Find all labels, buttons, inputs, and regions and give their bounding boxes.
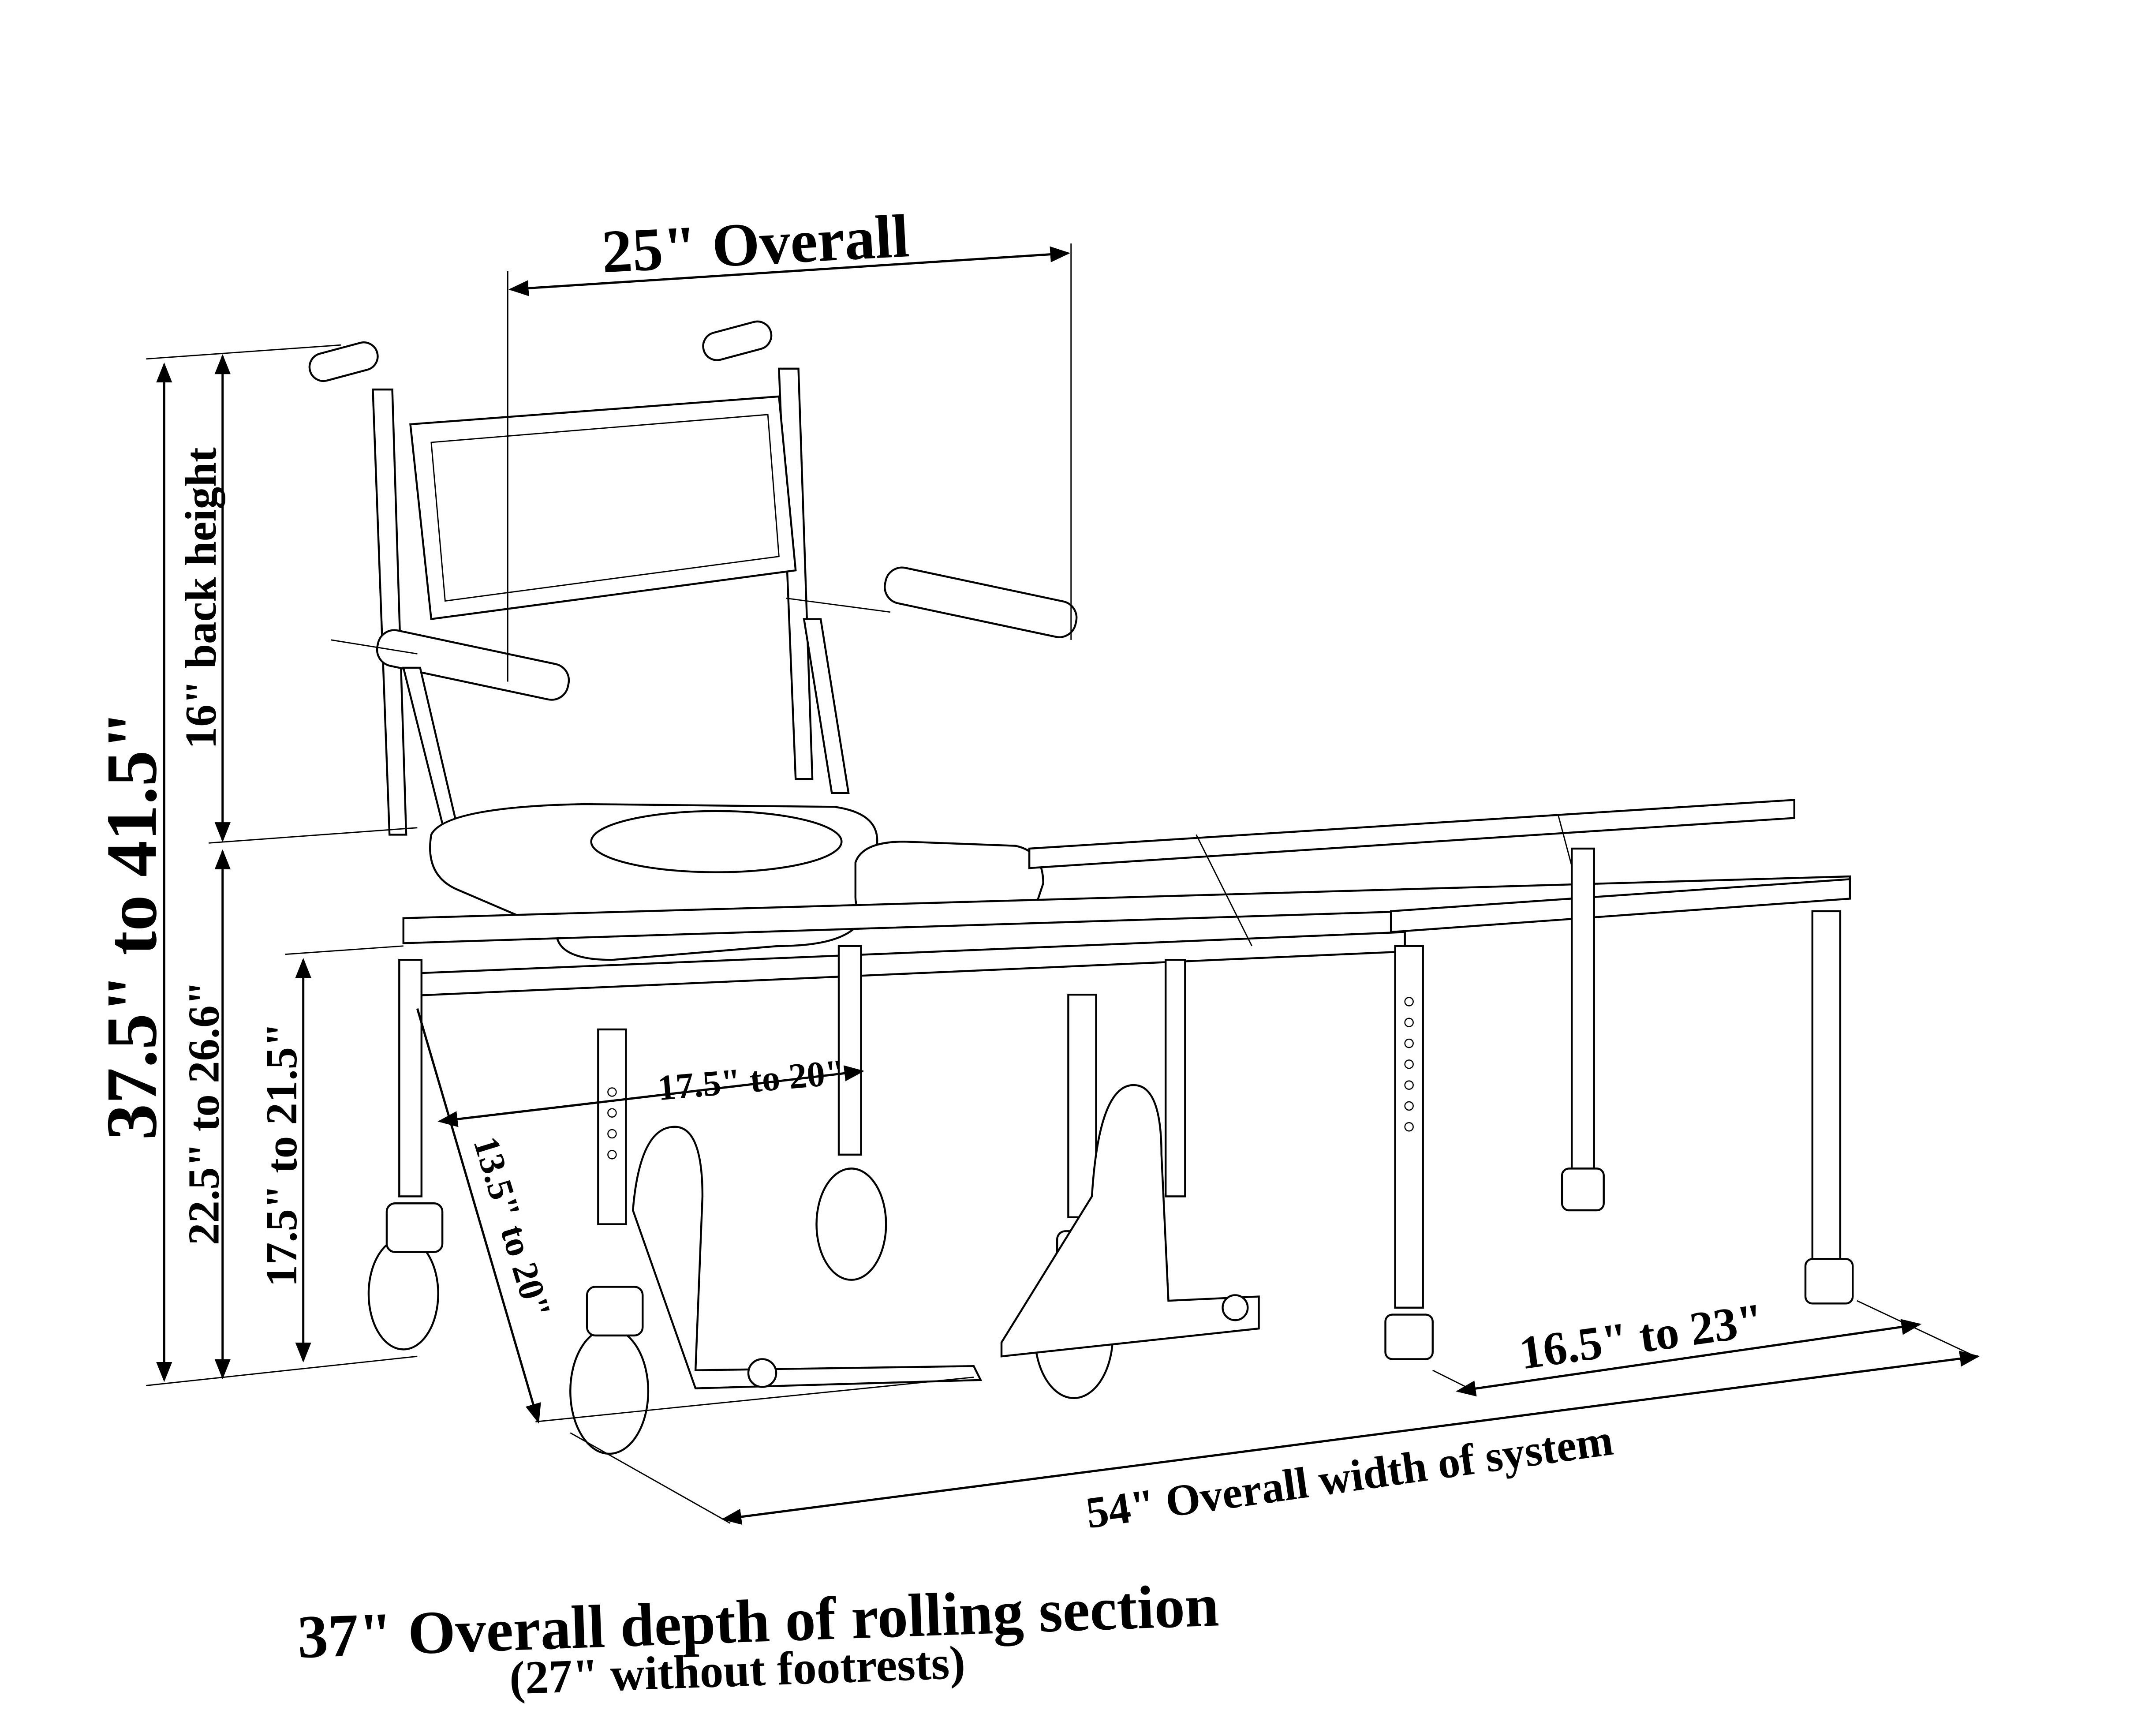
label-25-overall: 25" Overall bbox=[600, 202, 911, 286]
label-bench-depth: 16.5" to 23" bbox=[1516, 1294, 1767, 1380]
label-seat-width: 17.5" to 20" bbox=[656, 1052, 847, 1108]
label-seat-height: 17.5" to 21.5" bbox=[257, 1022, 306, 1287]
label-back-height: 16" back height bbox=[176, 447, 225, 749]
label-armrest-height: 22.5" to 26.6" bbox=[179, 980, 228, 1245]
label-total-height: 37.5" to 41.5" bbox=[92, 710, 172, 1140]
dimension-lines bbox=[146, 243, 1980, 1525]
label-system-width: 54" Overall width of system bbox=[1083, 1415, 1616, 1538]
label-footrest-depth: 13.5" to 20" bbox=[466, 1132, 559, 1323]
chair-drawing bbox=[308, 320, 1854, 1455]
